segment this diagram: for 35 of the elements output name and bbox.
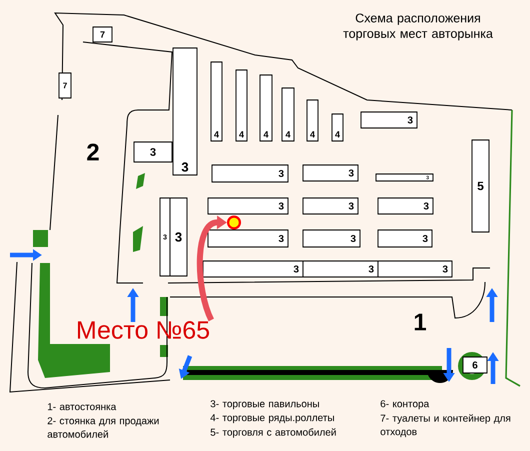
stall-box: 3 xyxy=(302,230,360,248)
stall-box: 3 xyxy=(378,230,432,248)
stall-box: 3 xyxy=(208,198,288,214)
stall-box: 4 xyxy=(260,74,272,142)
legend-item: 4- торговые ряды.роллеты xyxy=(210,414,334,424)
stall-box: 7 xyxy=(58,72,72,98)
stall-box: 3 xyxy=(378,260,452,278)
stall-box: 7 xyxy=(92,26,112,42)
stall-box: 3 xyxy=(134,142,172,162)
stall-box: 4 xyxy=(306,100,318,142)
stall-box: 3 xyxy=(212,164,288,182)
stall-box: 4 xyxy=(332,114,344,142)
legend-item: 7- туалеты и контейнер для отходов xyxy=(380,414,510,438)
legend-item: 3- торговые павильоны xyxy=(210,400,319,410)
stall-box: 3 xyxy=(302,164,358,182)
legend-item: 5- торговля с автомобилей xyxy=(210,428,336,438)
zone-number: 2 xyxy=(87,144,99,160)
stall-box: 3 xyxy=(378,198,434,214)
stall-box: 4 xyxy=(236,70,248,142)
stall-box: 3 xyxy=(170,198,188,276)
legend-item: 1- автостоянка xyxy=(48,403,116,410)
stall-box: 3 xyxy=(202,260,304,278)
stall-box: 4 xyxy=(282,88,294,142)
zone-number: 1 xyxy=(414,314,426,330)
legend-item: 6- контора xyxy=(380,400,430,410)
stall-box: 3 xyxy=(360,112,418,128)
stall-box: 6 xyxy=(462,356,488,374)
stall-box: 3 xyxy=(302,198,358,214)
stall-box: 3 xyxy=(302,260,378,278)
map-title: Схема расположения торговых мест авторынка xyxy=(343,14,493,40)
stall-box: 4 xyxy=(210,62,222,142)
location-marker xyxy=(227,216,241,230)
legend-item: 2- стоянка для продажи автомобилей xyxy=(48,417,159,438)
stall-box: 5 xyxy=(472,140,490,232)
stall-box: 3 xyxy=(208,230,288,248)
